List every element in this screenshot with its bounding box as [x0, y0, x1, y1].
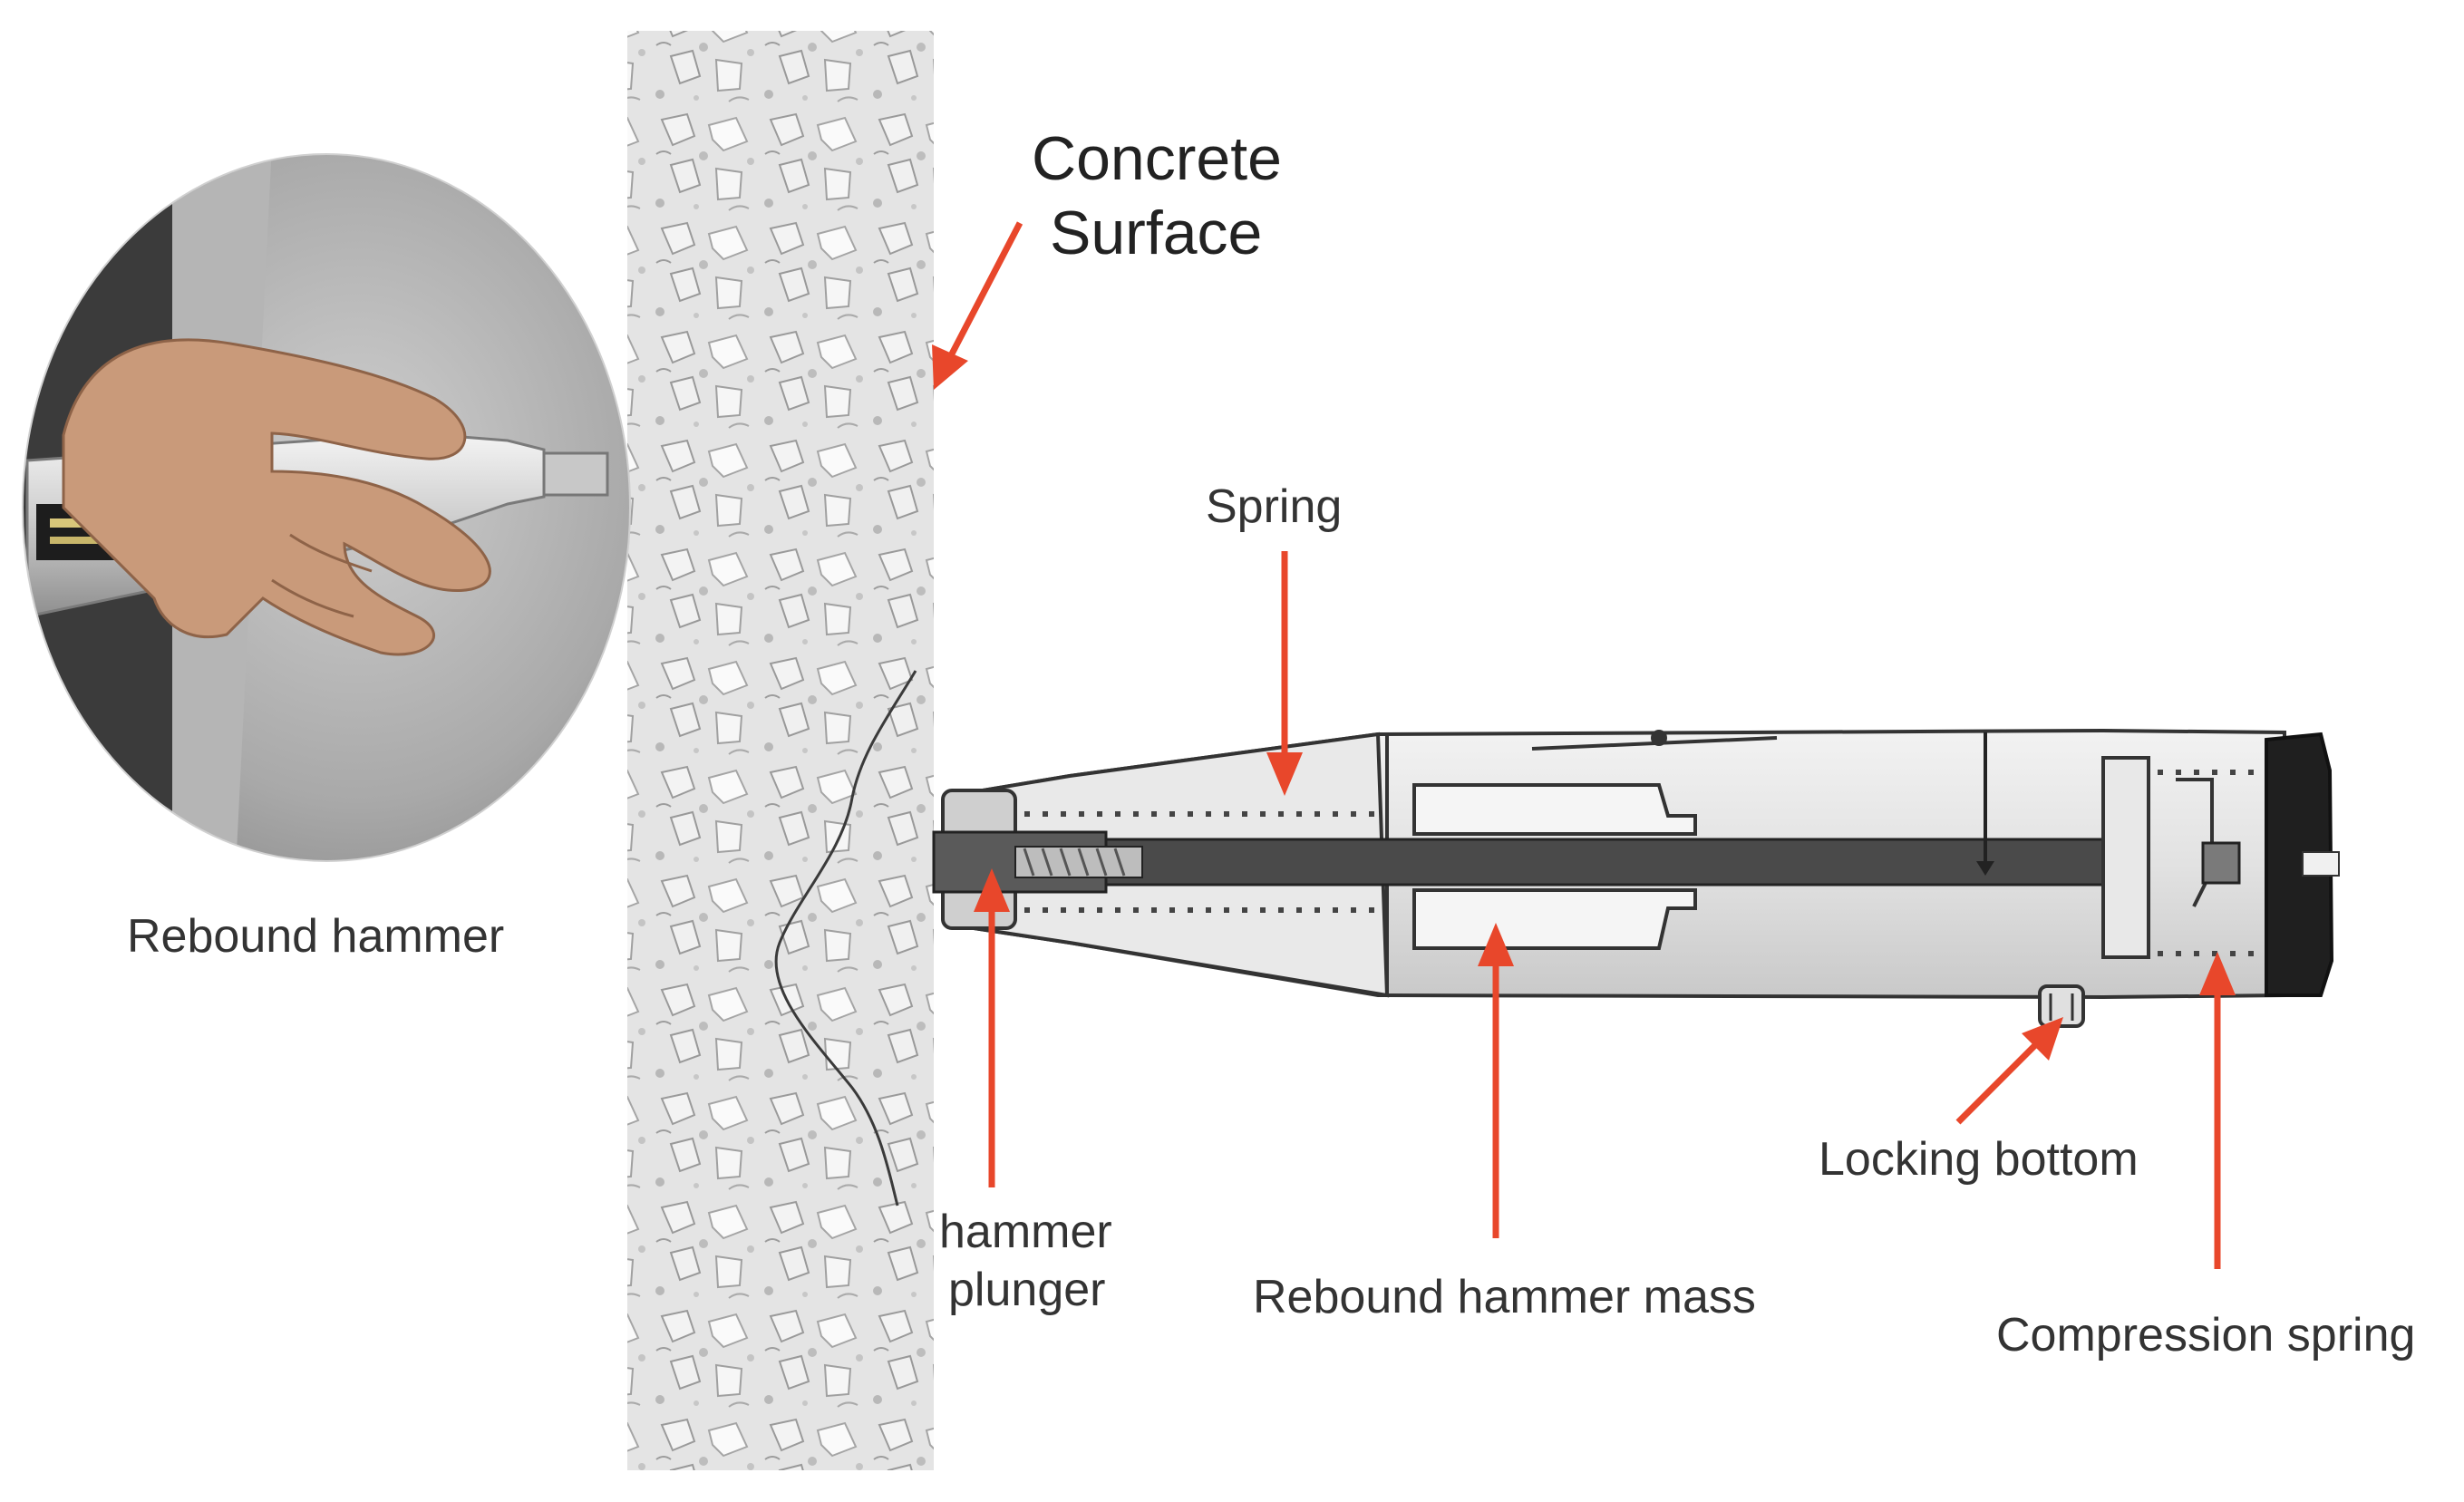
hammer-mass — [1412, 888, 1697, 950]
arrow-concrete-surface — [932, 221, 1023, 390]
arrow-spring — [1266, 551, 1303, 796]
callout-arrows — [932, 221, 2236, 1269]
concrete-wall — [627, 31, 934, 1470]
arrow-compression-spring — [2199, 952, 2236, 1269]
arrow-hammer-plunger — [974, 868, 1010, 1187]
rebound-hammer-mass-label: Rebound hammer mass — [1253, 1271, 1756, 1323]
hammer-plunger-label-line2: plunger — [948, 1264, 1106, 1316]
hand-holding-rebound-hammer-photo — [23, 154, 630, 861]
locking-button — [2038, 984, 2085, 1028]
photo-border — [22, 153, 631, 862]
spring-label: Spring — [1206, 480, 1343, 533]
end-cap — [2265, 732, 2334, 997]
concrete-surface-label-line2: Surface — [1050, 199, 1263, 267]
locking-bottom-label: Locking bottom — [1819, 1133, 2139, 1186]
hammer-cross-section — [932, 728, 2340, 1028]
hand-photo — [62, 338, 491, 656]
hammer-plunger-label-line1: hammer — [939, 1206, 1112, 1258]
concrete-surface-label-line1: Concrete — [1032, 124, 1282, 193]
rebound-hammer-label: Rebound hammer — [127, 910, 505, 963]
arrow-rebound-hammer-mass — [1478, 923, 1514, 1238]
arrow-locking-bottom — [1955, 1017, 2063, 1125]
compression-spring-label: Compression spring — [1996, 1309, 2416, 1361]
